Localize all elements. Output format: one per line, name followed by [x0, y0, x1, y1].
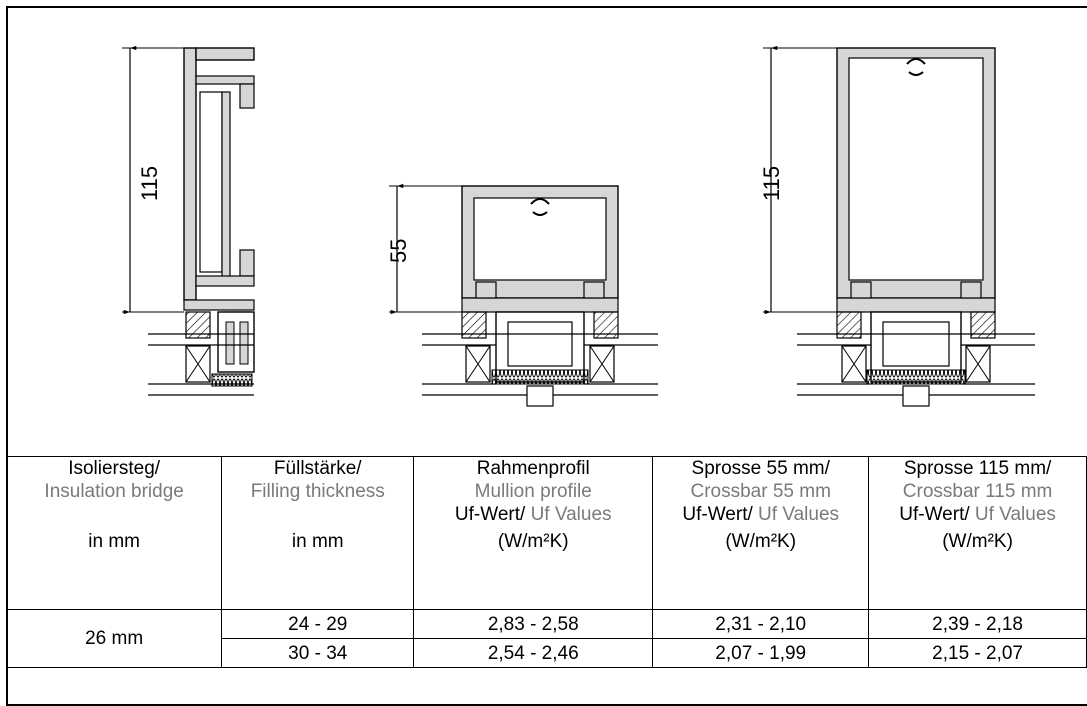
- dimension-label-55: 55: [386, 238, 411, 263]
- header-mullion-profile: Rahmenprofil Mullion profile Uf-Wert/ Uf…: [413, 456, 654, 610]
- header-crossbar-115: Sprosse 115 mm/ Crossbar 115 mm Uf-Wert/…: [868, 456, 1087, 610]
- cell-mullion: 2,54 - 2,46: [413, 638, 654, 668]
- cell-bridge: 26 mm: [5, 609, 223, 668]
- dimension-label-115-right: 115: [759, 165, 784, 201]
- cell-filling: 30 - 34: [221, 638, 415, 668]
- dimension-label-115-left: 115: [137, 165, 162, 201]
- table-row: 26 mm 24 - 29 2,83 - 2,58 2,31 - 2,10 2,…: [5, 609, 1087, 668]
- cell-crossbar-115: 2,39 - 2,18: [868, 609, 1087, 639]
- cell-crossbar-115: 2,15 - 2,07: [868, 638, 1087, 668]
- profile-drawings: [122, 45, 1035, 407]
- uf-values-table: Isoliersteg/ Insulation bridge in mm Fül…: [5, 456, 1087, 668]
- cell-filling: 24 - 29: [221, 609, 415, 639]
- table-row: 30 - 34 2,54 - 2,46 2,07 - 1,99 2,15 - 2…: [7, 638, 1087, 668]
- header-filling-thickness: Füllstärke/ Filling thickness in mm: [221, 456, 415, 610]
- frame-profile-drawing: [122, 45, 255, 396]
- header-insulation-bridge: Isoliersteg/ Insulation bridge in mm: [5, 456, 223, 610]
- cell-crossbar-55: 2,07 - 1,99: [652, 638, 870, 668]
- crossbar-55-drawing: [389, 183, 658, 407]
- header-crossbar-55: Sprosse 55 mm/ Crossbar 55 mm Uf-Wert/ U…: [652, 456, 870, 610]
- crossbar-115-drawing: [763, 45, 1035, 407]
- cell-crossbar-55: 2,31 - 2,10: [652, 609, 870, 639]
- cell-mullion: 2,83 - 2,58: [413, 609, 654, 639]
- table-header-row: Isoliersteg/ Insulation bridge in mm Fül…: [5, 456, 1087, 610]
